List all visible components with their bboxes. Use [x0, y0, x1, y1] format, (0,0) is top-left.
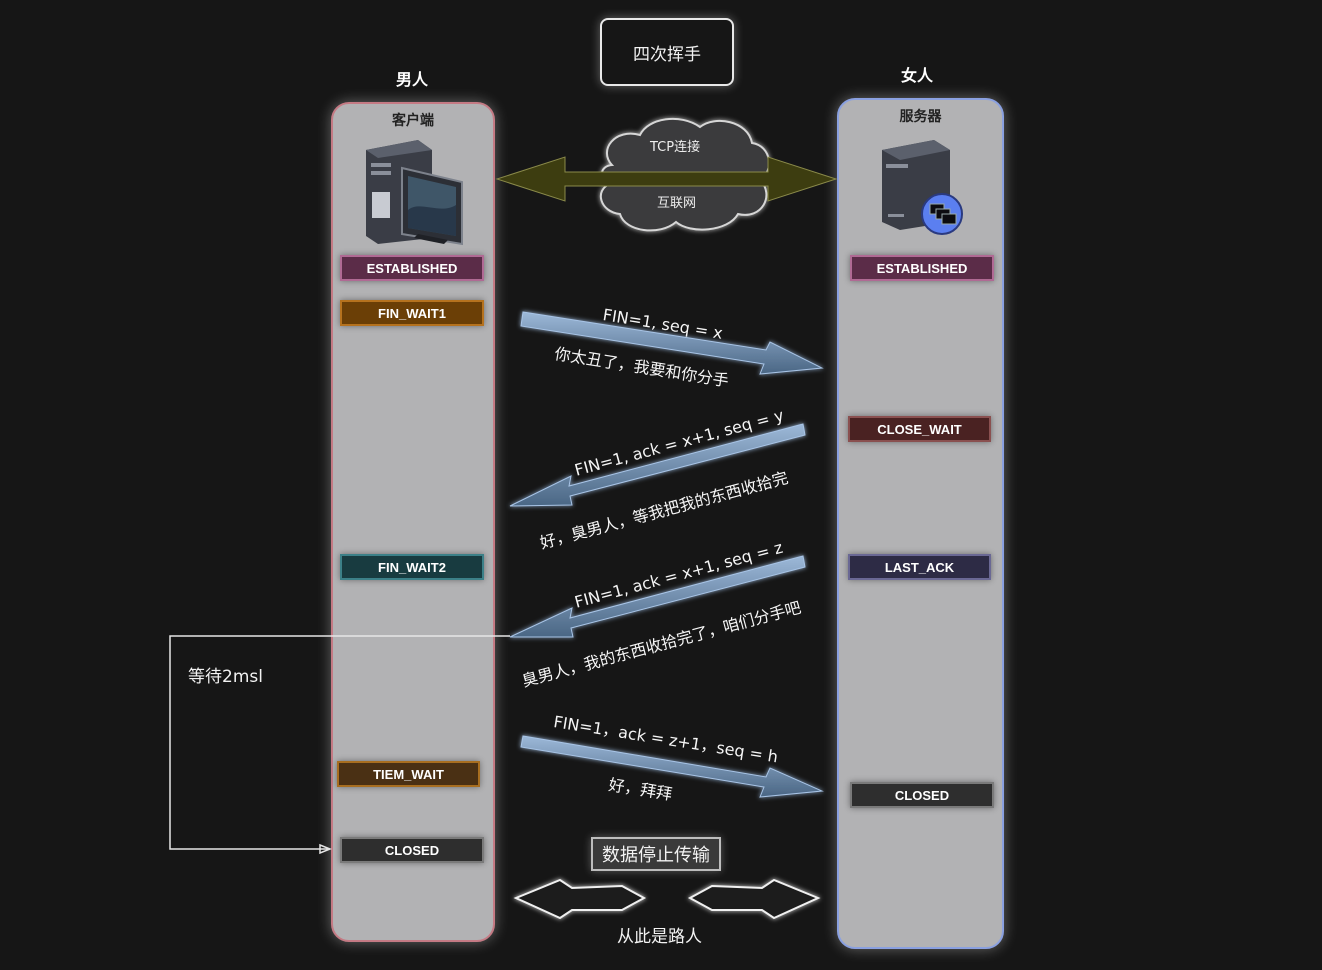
server-computer-icon — [882, 140, 963, 235]
wait-2msl-label: 等待2msl — [188, 667, 263, 687]
client-lane: 客户端 — [331, 102, 495, 942]
diagram-title: 四次挥手 — [600, 18, 734, 86]
stranger-arrow-left — [513, 878, 647, 920]
fin-seq-x-arrow — [520, 311, 824, 375]
client-state-established: ESTABLISHED — [340, 255, 484, 281]
client-state-time-wait: TIEM_WAIT — [337, 761, 480, 787]
tcp-connection-arrow — [495, 156, 838, 202]
client-state-closed: CLOSED — [340, 837, 484, 863]
client-computer-icon — [366, 140, 463, 246]
network-top-label: TCP连接 — [650, 140, 701, 155]
fin-ack-seq-h-arrow — [520, 735, 824, 798]
server-state-last-ack: LAST_ACK — [848, 554, 991, 580]
data-stop-note: 数据停止传输 — [591, 837, 721, 871]
server-state-close-wait: CLOSE_WAIT — [848, 416, 991, 442]
server-party-label: 女人 — [901, 66, 934, 85]
server-state-closed: CLOSED — [850, 782, 994, 808]
stranger-label: 从此是路人 — [617, 927, 702, 947]
server-lane-title: 服务器 — [899, 109, 942, 125]
stranger-arrow-right — [687, 878, 821, 920]
client-lane-title: 客户端 — [392, 113, 434, 129]
network-bottom-label: 互联网 — [657, 196, 697, 211]
fin-ack-seq-y-arrow — [509, 423, 806, 507]
client-party-label: 男人 — [396, 70, 429, 89]
wait-2msl-loop — [169, 635, 510, 850]
server-state-established: ESTABLISHED — [850, 255, 994, 281]
client-state-fin-wait1: FIN_WAIT1 — [340, 300, 484, 326]
fin-ack-seq-z-arrow — [509, 555, 806, 638]
client-state-fin-wait2: FIN_WAIT2 — [340, 554, 484, 580]
wait-loop-arrowhead — [319, 843, 333, 855]
